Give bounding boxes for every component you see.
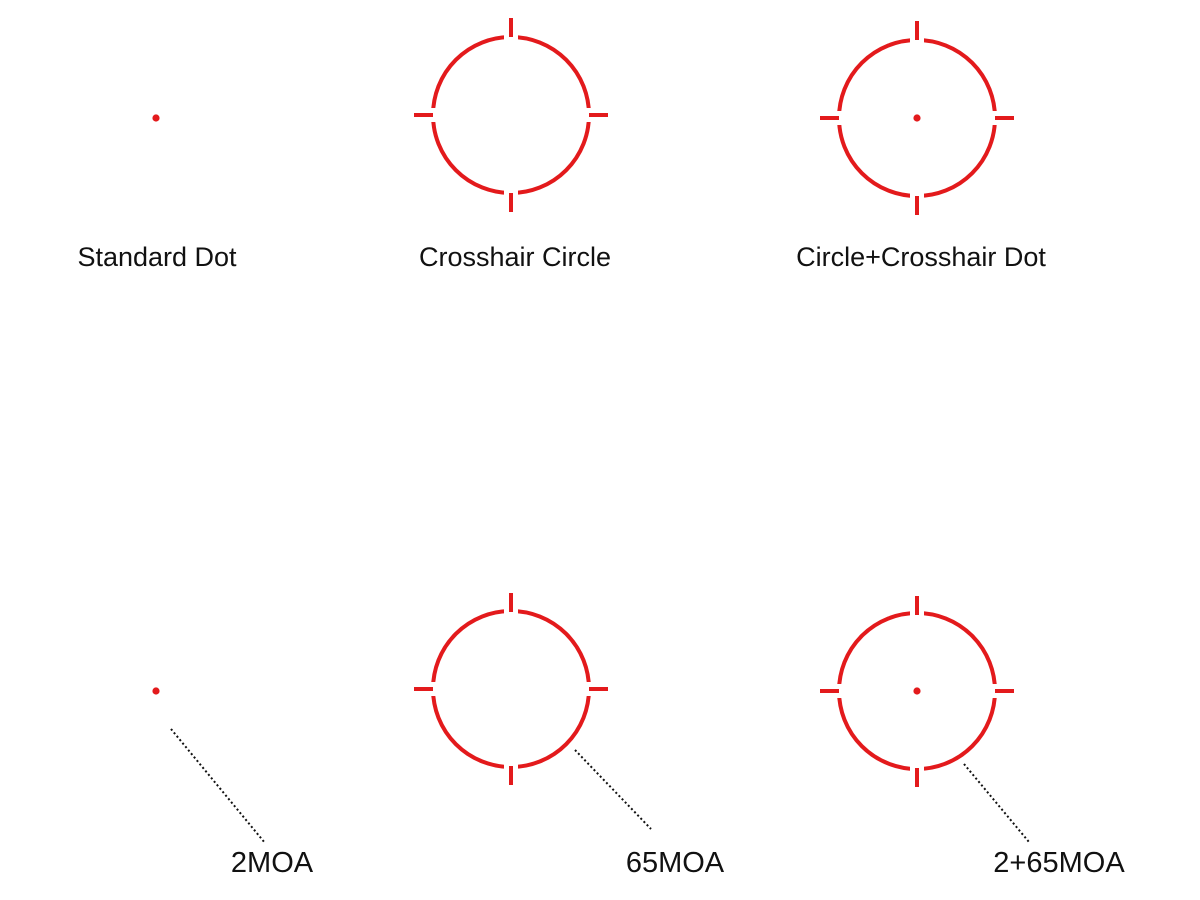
leader-line	[574, 749, 652, 830]
standard-dot-reticle	[152, 114, 160, 122]
standard-dot-label: Standard Dot	[77, 242, 237, 272]
center-dot	[152, 687, 160, 695]
leader-line	[170, 728, 266, 844]
reticle-ring	[431, 35, 591, 195]
crosshair-circle-label: Crosshair Circle	[418, 242, 612, 272]
size-65moa-reticle	[414, 593, 652, 830]
reticle-ring	[431, 609, 591, 769]
size-2-plus-65moa-reticle	[820, 596, 1030, 843]
center-dot	[152, 114, 160, 122]
center-dot	[913, 114, 921, 122]
crosshair-circle-reticle	[414, 18, 608, 212]
size-65moa-label: 65MOA	[625, 847, 725, 879]
circle-crosshair-dot-label: Circle+Crosshair Dot	[796, 242, 1046, 272]
size-2moa-reticle	[152, 687, 266, 844]
leader-line	[963, 763, 1030, 843]
size-2-plus-65moa-label: 2+65MOA	[993, 847, 1125, 879]
center-dot	[913, 687, 921, 695]
size-2moa-label: 2MOA	[230, 847, 314, 879]
circle-crosshair-dot-reticle	[820, 21, 1014, 215]
